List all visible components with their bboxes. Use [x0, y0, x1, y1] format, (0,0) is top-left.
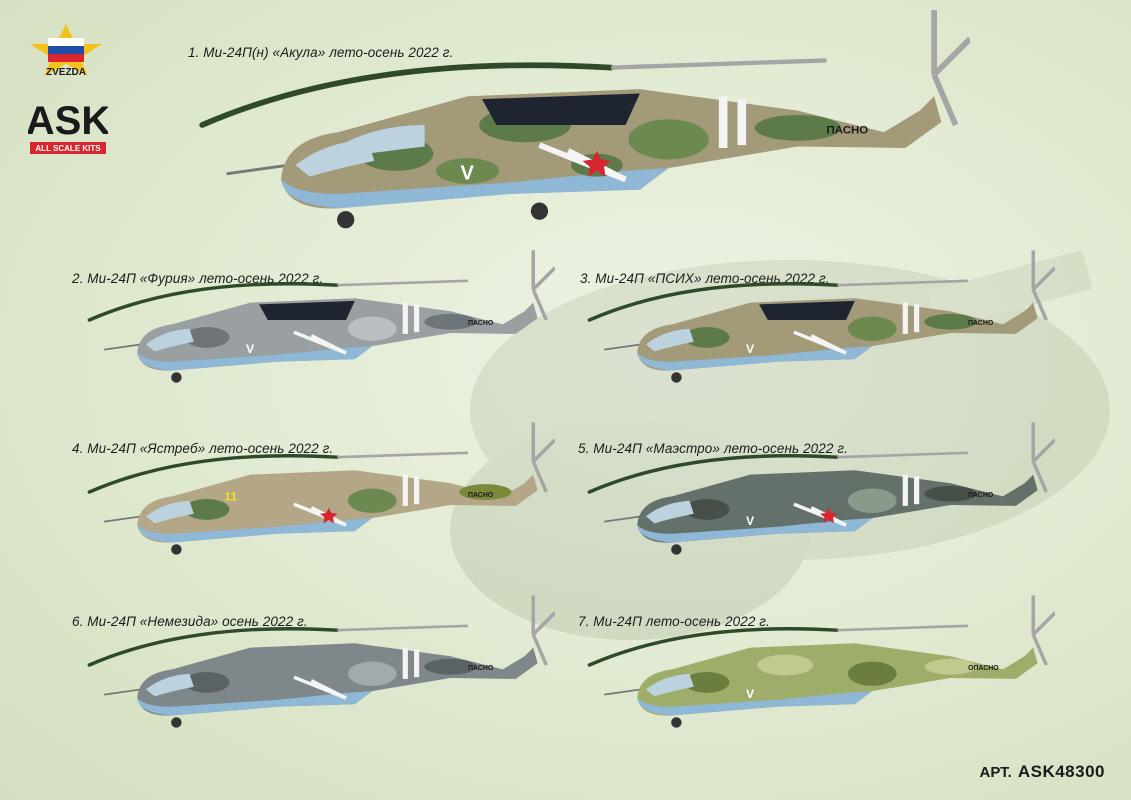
ask-logo-subtext: ALL SCALE KITS: [35, 144, 101, 153]
caption-variant-3: 3. Ми-24П «ПСИХ» лето-осень 2022 г.: [580, 271, 830, 286]
tail-name-2: ПАСНО: [468, 320, 494, 327]
zvezda-logo: ZVEZDA: [30, 24, 102, 78]
code-2: V: [246, 342, 255, 356]
helicopter-variant-3: ПАСНО V: [587, 250, 1055, 383]
tail-name-3: ПАСНО: [968, 320, 994, 327]
helicopter-variant-2: ПАСНО V: [87, 250, 555, 383]
caption-variant-7: 7. Ми-24П лето-осень 2022 г.: [578, 614, 770, 629]
article-number: АРТ. ASK48300: [980, 762, 1105, 782]
caption-variant-1: 1. Ми-24П(н) «Акула» лето-осень 2022 г.: [188, 45, 454, 60]
helicopter-variant-5: ПАСНО V: [587, 422, 1055, 555]
code-1: V: [461, 163, 475, 185]
helicopter-variant-4: ПАСНО 11: [87, 422, 555, 555]
code-4: 11: [224, 490, 237, 504]
tail-name-5: ПАСНО: [968, 492, 994, 499]
tail-name-6: ПАСНО: [468, 665, 494, 672]
tail-name-4: ПАСНО: [468, 492, 494, 499]
caption-variant-4: 4. Ми-24П «Ястреб» лето-осень 2022 г.: [72, 441, 334, 456]
helicopter-variant-6: ПАСНО: [87, 595, 555, 728]
caption-variant-6: 6. Ми-24П «Немезида» осень 2022 г.: [72, 614, 308, 629]
tail-name-1: ПАСНО: [826, 125, 868, 137]
code-3: V: [746, 342, 755, 356]
caption-variant-5: 5. Ми-24П «Маэстро» лето-осень 2022 г.: [578, 441, 848, 456]
helicopter-variant-1: ПАСНО V: [199, 10, 970, 229]
tail-name-7: ОПАСНО: [968, 665, 999, 672]
article-label: АРТ.: [979, 764, 1012, 781]
ask-logo-text: ASK: [28, 99, 108, 143]
zvezda-logo-text: ZVEZDA: [46, 67, 86, 78]
code-5: V: [746, 514, 755, 528]
helicopter-variant-7: ОПАСНО V: [587, 595, 1055, 728]
article-code: ASK48300: [1017, 762, 1105, 781]
code-7: V: [746, 687, 755, 701]
ask-logo: ASK ALL SCALE KITS: [28, 99, 108, 154]
caption-variant-2: 2. Ми-24П «Фурия» лето-осень 2022 г.: [72, 271, 324, 286]
